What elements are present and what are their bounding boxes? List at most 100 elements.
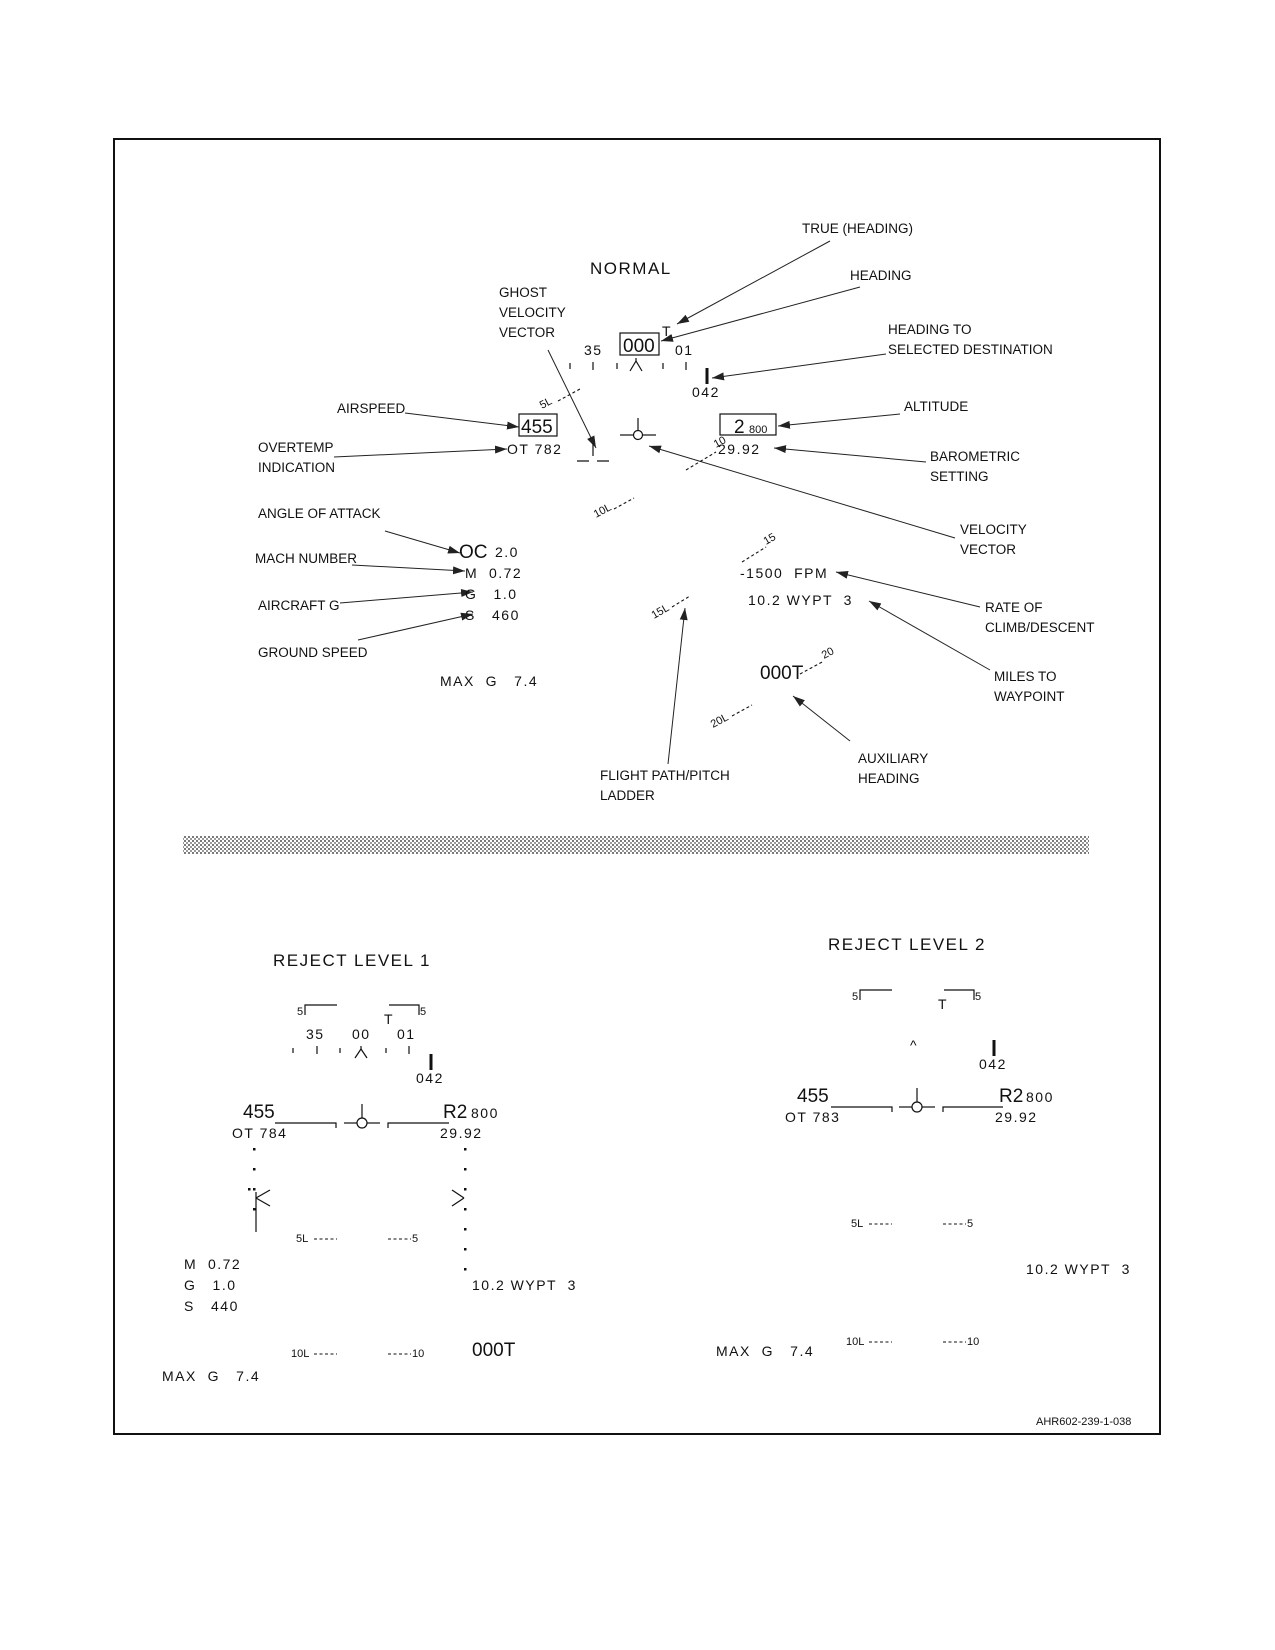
leader-lines: [333, 240, 991, 765]
reject1-ground-speed: S 440: [184, 1298, 239, 1314]
reject1-mach: M 0.72: [184, 1256, 241, 1272]
mach-value: M 0.72: [465, 565, 522, 581]
reject1-heading-center: 00: [352, 1026, 371, 1042]
reject2-max-g: MAX G 7.4: [716, 1343, 814, 1359]
callout-ghost-3: VECTOR: [499, 325, 555, 340]
reject1-waypoint: 10.2 WYPT 3: [472, 1277, 577, 1293]
reject1-dest-heading: 042: [416, 1070, 444, 1086]
reject2-velocity-vector: [899, 1088, 935, 1113]
reject2-overtemp: OT 783: [785, 1109, 840, 1125]
true-heading-marker: T: [662, 323, 672, 339]
pitch-ladder: 5L 10L 10 15L 15 20L 20: [538, 388, 836, 731]
roc-value: -1500 FPM: [740, 565, 828, 581]
ladder-15l: 15L: [650, 602, 672, 622]
reject2-altitude-big: R2: [999, 1086, 1023, 1107]
callout-aux-2: HEADING: [858, 771, 920, 786]
velocity-vector: [620, 418, 656, 441]
callout-roc-2: CLIMB/DESCENT: [985, 620, 1095, 635]
heading-right-value: 01: [675, 342, 694, 358]
reject1-g: G 1.0: [184, 1277, 237, 1293]
reject2-pl-10r: 10: [967, 1336, 979, 1348]
callout-miles-2: WAYPOINT: [994, 689, 1065, 704]
heading-box-value: 000: [623, 336, 655, 357]
reject1-aux-heading: 000T: [472, 1340, 516, 1361]
reject2-pl-10l: 10L: [846, 1336, 864, 1348]
ladder-10l: 10L: [592, 501, 614, 520]
callout-aircraft-g: AIRCRAFT G: [258, 598, 340, 613]
callout-overtemp-2: INDICATION: [258, 460, 335, 475]
callout-velocity-1: VELOCITY: [960, 522, 1027, 537]
callout-ghost-2: VELOCITY: [499, 305, 566, 320]
reject1-airspeed-tape: [248, 1148, 271, 1232]
callout-mach: MACH NUMBER: [255, 551, 357, 566]
heading-left-value: 35: [584, 342, 603, 358]
reject2-pl-5r: 5: [967, 1218, 973, 1230]
callout-true-heading: TRUE (HEADING): [802, 221, 913, 236]
ladder-10r: 10: [712, 434, 728, 450]
normal-title: NORMAL: [590, 259, 672, 278]
reject1-altitude-big: R2: [443, 1102, 467, 1123]
reject2-baro: 29.92: [995, 1109, 1038, 1125]
callout-aoa: ANGLE OF ATTACK: [258, 506, 381, 521]
reject2-pl-5l: 5L: [851, 1218, 863, 1230]
reject1-velocity-vector: [344, 1104, 380, 1129]
overtemp-value: OT 782: [507, 441, 562, 457]
reject1-altitude-tape: [451, 1148, 467, 1271]
callout-overtemp-1: OVERTEMP: [258, 440, 334, 455]
callout-fpl-1: FLIGHT PATH/PITCH: [600, 768, 730, 783]
reject1-max-g: MAX G 7.4: [162, 1368, 260, 1384]
reject1-ladder-5l: 5: [297, 1006, 303, 1018]
callout-altitude: ALTITUDE: [904, 399, 968, 414]
normal-section: NORMAL TRUE (HEADING) HEADING HEADING TO…: [255, 221, 1095, 803]
altitude-value-small: 800: [749, 424, 767, 436]
reject1-pl-5r: 5: [412, 1233, 418, 1245]
callout-aux-1: AUXILIARY: [858, 751, 928, 766]
ladder-15r: 15: [762, 531, 779, 548]
dest-heading-value: 042: [692, 384, 720, 400]
reject-level-2-section: REJECT LEVEL 2 5 5 T ^ 042 455 OT 783 R2…: [716, 935, 1131, 1359]
reject-level-1-section: REJECT LEVEL 1 5 5 T 35 00 01 042 455 OT…: [162, 951, 577, 1384]
figure-id: AHR602-239-1-038: [1036, 1416, 1131, 1428]
reject2-dest-heading: 042: [979, 1056, 1007, 1072]
callout-velocity-2: VECTOR: [960, 542, 1016, 557]
airspeed-value: 455: [521, 417, 553, 438]
aux-heading-value: 000T: [760, 663, 804, 684]
max-g-value: MAX G 7.4: [440, 673, 538, 689]
callout-heading-to-dest-2: SELECTED DESTINATION: [888, 342, 1053, 357]
reject1-true-marker: T: [384, 1011, 394, 1027]
reject2-title: REJECT LEVEL 2: [828, 935, 986, 954]
reject2-ladder-5r: 5: [975, 991, 981, 1003]
reject1-heading-left: 35: [306, 1026, 325, 1042]
reject1-pl-10l: 10L: [291, 1348, 309, 1360]
reject1-pl-5l: 5L: [296, 1233, 308, 1245]
reject2-caret: ^: [910, 1037, 918, 1053]
callout-roc-1: RATE OF: [985, 600, 1043, 615]
ladder-20r: 20: [820, 645, 836, 661]
reject2-true-marker: T: [938, 996, 948, 1012]
ground-speed-value: S 460: [465, 607, 520, 623]
reject2-waypoint: 10.2 WYPT 3: [1026, 1261, 1131, 1277]
callout-heading-to-dest-1: HEADING TO: [888, 322, 972, 337]
callout-airspeed: AIRSPEED: [337, 401, 406, 416]
aoa-symbol: OC: [459, 542, 488, 563]
reject1-altitude-small: 800: [471, 1105, 499, 1121]
callout-fpl-2: LADDER: [600, 788, 655, 803]
g-value: G 1.0: [465, 586, 518, 602]
reject2-ladder-5l: 5: [852, 991, 858, 1003]
reject2-altitude-small: 800: [1026, 1089, 1054, 1105]
reject1-airspeed: 455: [243, 1102, 275, 1123]
aoa-value: 2.0: [495, 544, 519, 560]
reject1-ladder-5r: 5: [420, 1006, 426, 1018]
callout-baro-2: SETTING: [930, 469, 989, 484]
section-separator: [183, 836, 1089, 854]
heading-tape: 000 T 35 01 042: [569, 323, 720, 400]
ghost-velocity-vector: [577, 443, 609, 462]
waypoint-value: 10.2 WYPT 3: [748, 592, 853, 608]
callout-miles-1: MILES TO: [994, 669, 1057, 684]
reject1-overtemp: OT 784: [232, 1125, 287, 1141]
reject2-airspeed: 455: [797, 1086, 829, 1107]
callout-baro-1: BAROMETRIC: [930, 449, 1020, 464]
callout-ground-speed: GROUND SPEED: [258, 645, 368, 660]
reject1-title: REJECT LEVEL 1: [273, 951, 431, 970]
